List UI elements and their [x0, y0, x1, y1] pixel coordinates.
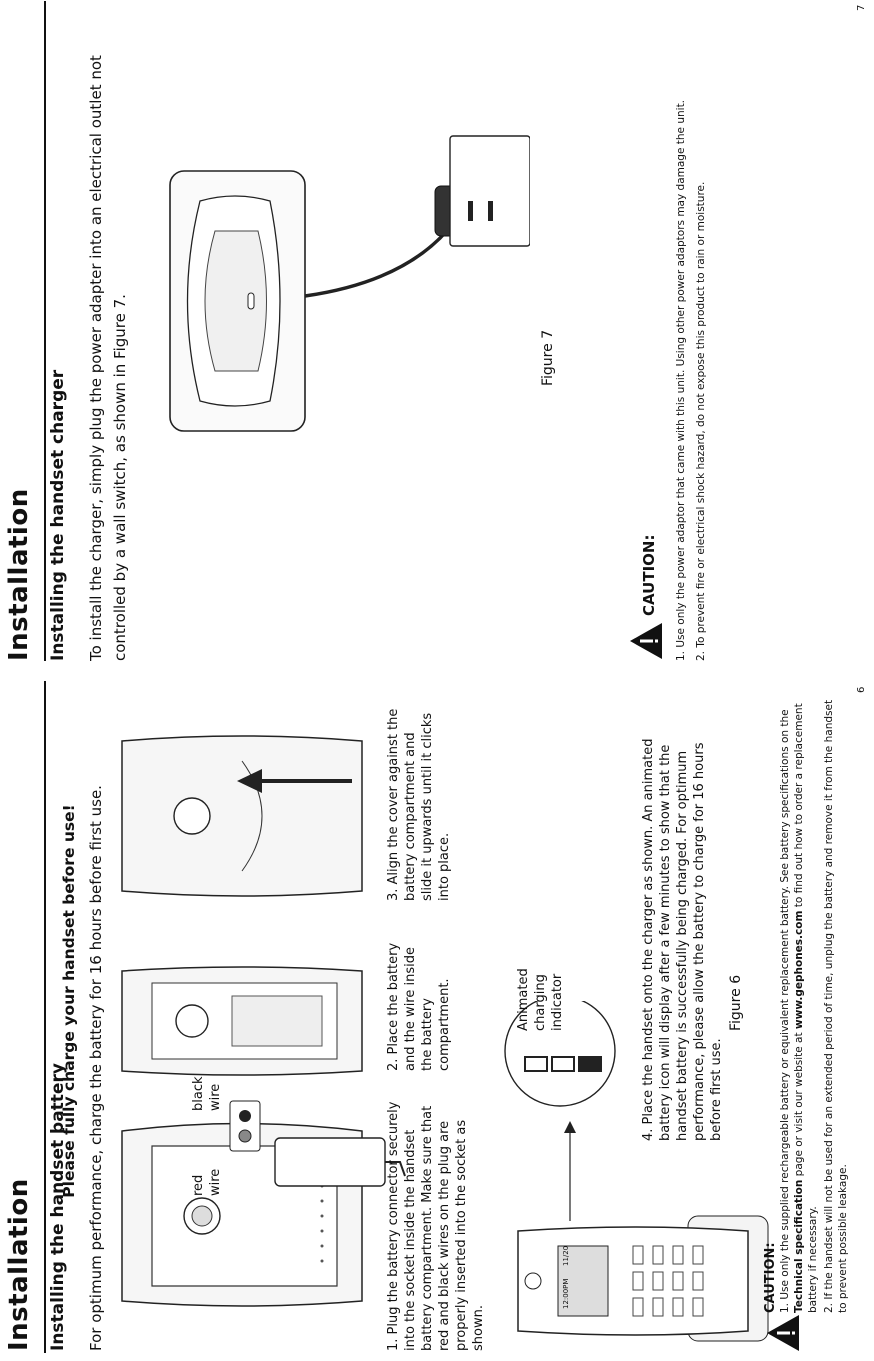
step-2-text: 2. Place the battery and the wire inside…	[386, 942, 452, 1071]
right-intro: To install the charger, simply plug the …	[87, 55, 129, 661]
page-number-6: 6	[856, 686, 867, 693]
technical-spec-ref: Technical specification	[793, 1179, 805, 1313]
right-caution-item-1: 1. Use only the power adaptor that came …	[675, 99, 687, 661]
charger-adapter-illustration	[169, 135, 530, 432]
battery-pack-illustration	[274, 1137, 406, 1187]
charge-warning-heading: Please fully charge your handset before …	[60, 804, 78, 1198]
left-caution-item-2: 2. If the handset will not be used for a…	[823, 699, 849, 1313]
handset-battery-inserted-illustration	[121, 966, 363, 1076]
page-number-7: 7	[856, 4, 867, 11]
left-title-rule	[44, 681, 46, 1353]
charging-indicator-illustration	[504, 1001, 616, 1221]
step-4-text: 4. Place the handset onto the charger as…	[641, 738, 724, 1141]
wire-plug-illustration	[229, 1100, 261, 1152]
right-caution-title: CAUTION:	[640, 534, 658, 616]
left-intro: For optimum performance, charge the batt…	[87, 785, 105, 1351]
red-wire-label: red wire	[191, 1168, 223, 1196]
handset-on-charger-illustration	[517, 1215, 769, 1342]
right-subsection-title: Installing the handset charger	[48, 369, 68, 661]
left-section-title: Installation	[4, 1178, 34, 1351]
warning-icon	[767, 1315, 799, 1351]
right-caution-item-2: 2. To prevent fire or electrical shock h…	[695, 181, 707, 661]
right-title-rule	[44, 1, 46, 661]
left-caution-title: CAUTION:	[763, 1242, 778, 1313]
figure-7-label: Figure 7	[540, 329, 556, 386]
step-1-text: 1. Plug the battery connector securely i…	[386, 1101, 486, 1351]
left-caution-item-1: 1. Use only the supplied rechargeable ba…	[778, 693, 820, 1313]
handset-screen-time: 12:00PM	[562, 1278, 570, 1309]
warning-icon	[630, 623, 662, 659]
handset-cover-slide-illustration	[121, 735, 363, 897]
right-section-title: Installation	[4, 488, 34, 661]
figure-6-label: Figure 6	[728, 974, 744, 1031]
website-link[interactable]: www.gephones.com	[793, 910, 805, 1030]
caution-1-text-a: 1. Use only the supplied rechargeable ba…	[779, 709, 791, 1313]
animated-indicator-label: Animated charging indicator	[516, 968, 565, 1031]
handset-screen-date: 11/20	[562, 1245, 570, 1266]
step-3-text: 3. Align the cover against the battery c…	[386, 708, 452, 901]
caution-1-text-c: page or visit our website at	[793, 1029, 805, 1180]
